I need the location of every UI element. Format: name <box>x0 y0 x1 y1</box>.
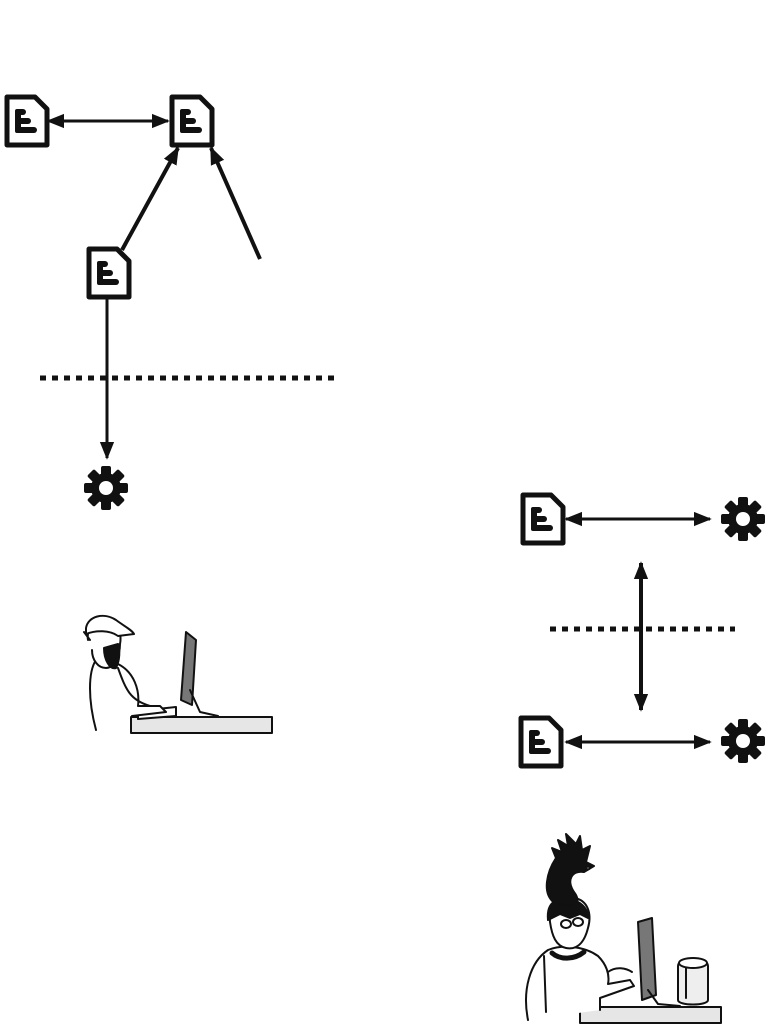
doc-right-lower <box>521 718 561 766</box>
gear-right-lower <box>721 719 765 763</box>
doc-right-upper <box>523 495 563 543</box>
gear-left <box>84 466 128 510</box>
gear-right-upper <box>721 497 765 541</box>
edge-middle-to-top-center <box>122 148 178 250</box>
doc-top-left <box>7 97 47 145</box>
edge-external-to-top-center <box>211 148 260 259</box>
doc-top-center <box>172 97 212 145</box>
developer-with-mohawk-creature-icon <box>526 834 721 1023</box>
bearded-developer-at-computer-icon <box>84 616 272 733</box>
doc-middle <box>89 249 129 297</box>
